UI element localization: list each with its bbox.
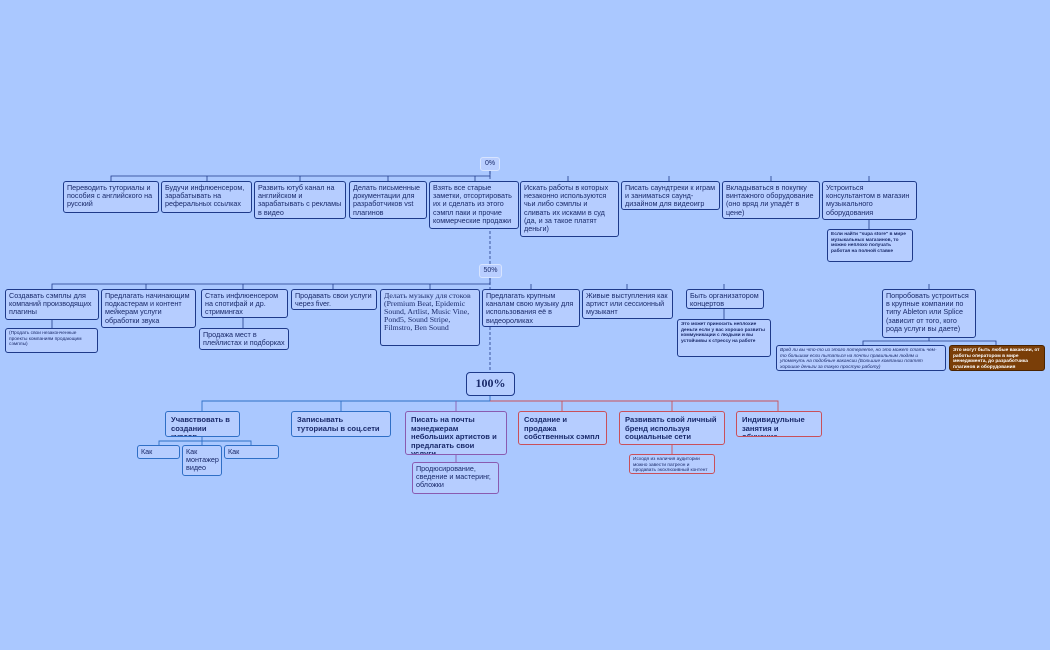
node-music-for-channels[interactable]: Предлагать крупным каналам свою музыку д…: [482, 289, 580, 327]
note-playlist-placements[interactable]: Продажа мест в плейлистах и подборках: [199, 328, 289, 350]
node-vst-documentation[interactable]: Делать письменные документации для разра…: [349, 181, 427, 219]
note-company-vacancies[interactable]: Вряд ли вы что-то из этого потеряете, но…: [776, 345, 946, 371]
node-stock-music[interactable]: Делать музыку для стоков (Premium Beat, …: [380, 289, 480, 346]
node-fiverr-services[interactable]: Продавать свои услуги через fiver.: [291, 289, 377, 310]
node-vintage-gear[interactable]: Вкладываться в покупку винтажного оборуд…: [722, 181, 820, 219]
node-private-lessons[interactable]: Индивидульные занятия и обучение: [736, 411, 822, 437]
note-concert-communication[interactable]: Это может приносить неплохие деньги если…: [677, 319, 771, 357]
note-production-mixing[interactable]: Продюсирование, сведение и мастеринг, об…: [412, 462, 499, 494]
node-personal-brand[interactable]: Развивать свой личный бренд используя со…: [619, 411, 725, 445]
node-live-performances[interactable]: Живые выступления как артист или сессион…: [582, 289, 673, 319]
note-any-vacancies[interactable]: Это могут быть любые вакансии, от работы…: [949, 345, 1045, 371]
note-patreon-exclusive[interactable]: Исходя из наличия аудитории можно завест…: [629, 454, 715, 474]
node-create-samples-plugins[interactable]: Создавать сэмплы для компаний производящ…: [5, 289, 99, 320]
note-as-speaker[interactable]: Как спикер: [137, 445, 180, 459]
note-as-packer[interactable]: Как упаковщик: [224, 445, 279, 459]
note-as-video-editor[interactable]: Как монтажер видео: [182, 445, 222, 476]
node-spotify-influencer[interactable]: Стать инфлюенсером на спотифай и др. стр…: [201, 289, 288, 318]
node-podcast-audio-services[interactable]: Предлагать начинающим подкастерам и конт…: [101, 289, 196, 328]
node-concert-organizer[interactable]: Быть организатором концертов: [686, 289, 764, 309]
milestone-0-percent[interactable]: 0%: [480, 157, 500, 171]
node-email-managers[interactable]: Писать на почты мэнеджерам небольших арт…: [405, 411, 507, 455]
milestone-50-percent[interactable]: 50%: [479, 264, 502, 278]
note-supa-store[interactable]: Если найти "supa store" в мире музыкальн…: [827, 229, 913, 262]
node-youtube-channel[interactable]: Развить ютуб канал на английском и зараб…: [254, 181, 346, 219]
node-illegal-samples-lawsuits[interactable]: Искать работы в которых незаконно исполь…: [520, 181, 619, 237]
node-sell-sample-packs[interactable]: Создание и продажа собственных сэмпл пак…: [518, 411, 607, 445]
node-store-consultant[interactable]: Устроиться консультантом в магазин музык…: [822, 181, 917, 220]
node-create-courses[interactable]: Учавствовать в создании курсов: [165, 411, 240, 437]
node-referral-links[interactable]: Будучи инфлюенсером, зарабатывать на реф…: [161, 181, 252, 213]
node-game-soundtracks[interactable]: Писать саундтреки к играм и заниматься с…: [621, 181, 720, 210]
node-old-notes-sample-packs[interactable]: Взять все старые заметки, отсортировать …: [429, 181, 519, 229]
node-join-big-companies[interactable]: Попробовать устроиться в крупные компани…: [882, 289, 976, 338]
node-translate-tutorials[interactable]: Переводить туториалы и пособия с английс…: [63, 181, 159, 213]
milestone-100-percent[interactable]: 100%: [466, 372, 515, 396]
note-sell-unfinished-projects[interactable]: (Продать свои незаконченные проекты комп…: [5, 328, 98, 353]
node-record-tutorials[interactable]: Записывать туториалы в соц.сети: [291, 411, 391, 437]
